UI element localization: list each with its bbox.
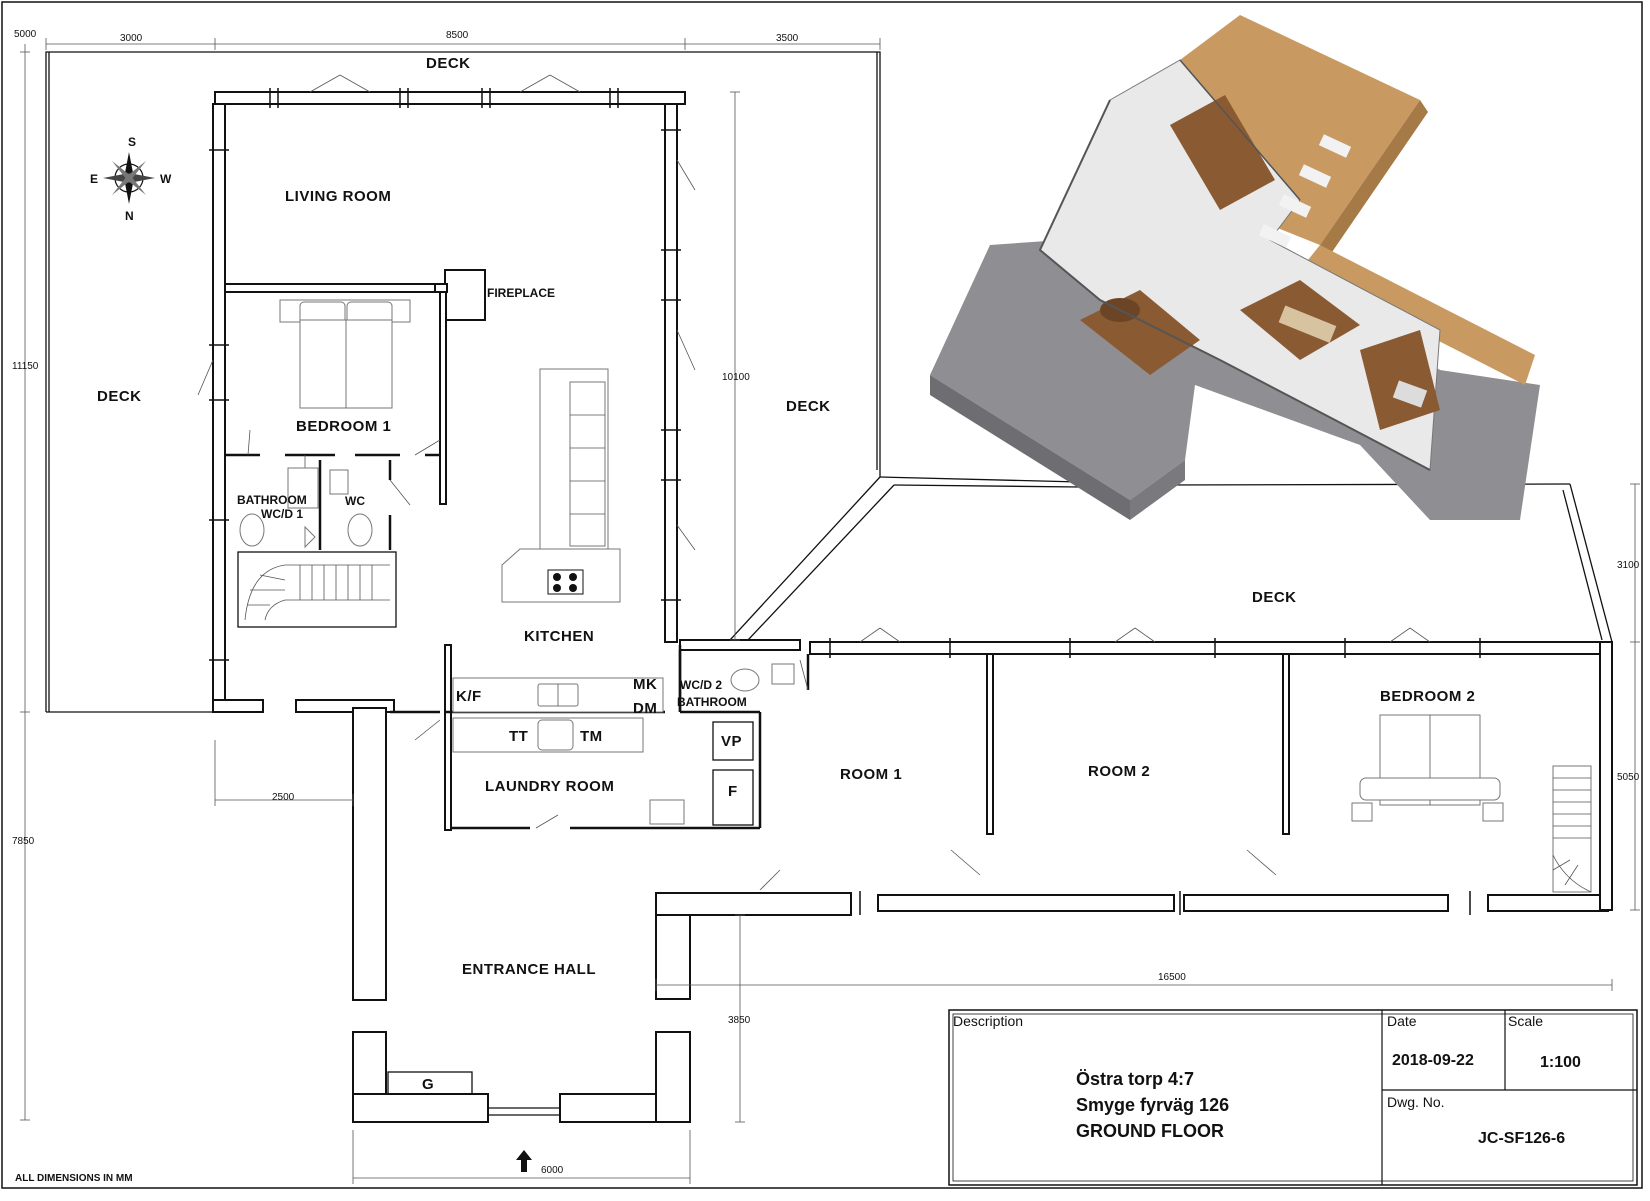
kitchen-counter xyxy=(452,677,664,713)
label-g: G xyxy=(422,1076,434,1093)
kitchen-island xyxy=(501,368,621,603)
compass-w: W xyxy=(160,172,172,186)
label-bathroom-2: BATHROOM xyxy=(677,695,747,709)
axonometric-render xyxy=(930,15,1540,520)
window-swings xyxy=(197,74,1431,643)
dim-3500: 3500 xyxy=(776,33,799,44)
label-mk: MK xyxy=(633,676,657,693)
dim-5000: 5000 xyxy=(14,29,37,40)
dim-10100: 10100 xyxy=(722,372,750,383)
dim-2500: 2500 xyxy=(272,792,295,803)
dim-6000: 6000 xyxy=(541,1165,564,1176)
tb-line2: Smyge fyrväg 126 xyxy=(1076,1095,1229,1115)
dim-11150: 11150 xyxy=(12,361,39,372)
tb-dwg-no: JC-SF126-6 xyxy=(1478,1130,1565,1147)
tb-line1: Östra torp 4:7 xyxy=(1076,1069,1194,1089)
label-deck-center: DECK xyxy=(786,398,831,415)
footnote-dimensions: ALL DIMENSIONS IN MM xyxy=(15,1173,133,1184)
dim-16500: 16500 xyxy=(1158,972,1186,983)
label-room-2: ROOM 2 xyxy=(1088,763,1150,780)
label-deck-left: DECK xyxy=(97,388,142,405)
label-vp: VP xyxy=(721,733,742,750)
compass-rose-icon xyxy=(103,152,155,204)
dim-3100: 3100 xyxy=(1617,560,1640,571)
tb-date: 2018-09-22 xyxy=(1392,1052,1474,1069)
label-deck-right: DECK xyxy=(1252,589,1297,606)
compass-s: S xyxy=(128,135,136,149)
garderobe-cabinet xyxy=(387,1071,473,1095)
label-wcd1: WC/D 1 xyxy=(261,507,303,521)
tb-line3: GROUND FLOOR xyxy=(1076,1121,1224,1141)
label-tt: TT xyxy=(509,728,528,745)
stair-2 xyxy=(1552,765,1592,893)
tb-dwg-label: Dwg. No. xyxy=(1387,1094,1445,1110)
label-bathroom-1: BATHROOM xyxy=(237,493,307,507)
label-bedroom-2: BEDROOM 2 xyxy=(1380,688,1475,705)
dim-5050: 5050 xyxy=(1617,772,1640,783)
interior-walls xyxy=(224,269,1290,835)
label-laundry-room: LAUNDRY ROOM xyxy=(485,778,614,795)
exterior-walls xyxy=(212,91,1613,1123)
label-room-1: ROOM 1 xyxy=(840,766,902,783)
label-kf: K/F xyxy=(456,688,482,705)
bed-1 xyxy=(279,299,411,409)
dim-8500: 8500 xyxy=(446,30,469,41)
compass-n: N xyxy=(125,209,134,223)
label-deck-top: DECK xyxy=(426,55,471,72)
label-dm: DM xyxy=(633,700,657,717)
tb-scale-label: Scale xyxy=(1508,1013,1543,1029)
window-markers xyxy=(209,88,1481,915)
label-entrance-hall: ENTRANCE HALL xyxy=(462,961,596,978)
bed-2 xyxy=(1351,714,1504,822)
compass-e: E xyxy=(90,172,98,186)
dim-3000: 3000 xyxy=(120,33,143,44)
stair-1 xyxy=(244,564,390,621)
entrance-door xyxy=(488,1107,560,1172)
title-block xyxy=(948,1009,1638,1186)
laundry-fixtures xyxy=(452,717,754,826)
label-kitchen: KITCHEN xyxy=(524,628,594,645)
label-f: F xyxy=(728,783,738,800)
tb-description-label: Description xyxy=(953,1013,1023,1029)
label-tm: TM xyxy=(580,728,603,745)
door-swings xyxy=(247,429,1277,891)
bath-1-fixtures xyxy=(239,467,373,549)
label-bedroom-1: BEDROOM 1 xyxy=(296,418,391,435)
dim-7850: 7850 xyxy=(12,836,35,847)
label-living-room: LIVING ROOM xyxy=(285,188,391,205)
tb-date-label: Date xyxy=(1387,1013,1417,1029)
dimension-lines xyxy=(20,38,1640,1184)
label-wcd2: WC/D 2 xyxy=(680,678,722,692)
label-fireplace: FIREPLACE xyxy=(487,286,555,300)
dim-3850: 3850 xyxy=(728,1015,751,1026)
bath-2-fixtures xyxy=(730,663,795,692)
label-wc: WC xyxy=(345,494,365,508)
tb-scale: 1:100 xyxy=(1540,1054,1581,1071)
